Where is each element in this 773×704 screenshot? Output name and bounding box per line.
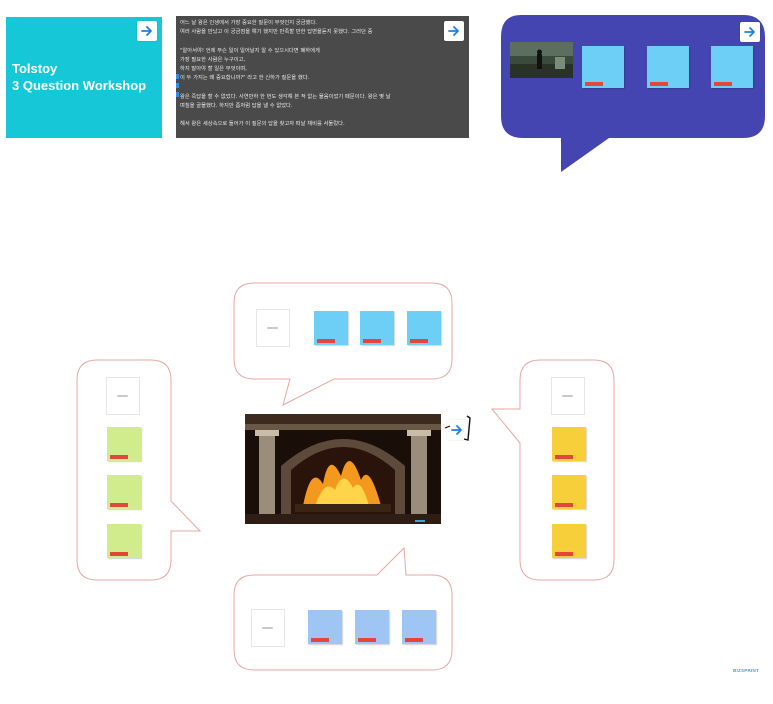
title-card: Tolstoy 3 Question Workshop	[6, 17, 162, 138]
sticky-note-cyan[interactable]	[407, 311, 441, 345]
blank-note[interactable]	[251, 609, 285, 647]
bullet-marker	[176, 74, 179, 79]
sticky-note-cyan[interactable]	[314, 311, 348, 345]
blank-note[interactable]	[256, 309, 290, 347]
sticky-note-yellow[interactable]	[552, 475, 586, 509]
arrow-right-icon	[451, 425, 462, 435]
arrow-right-icon	[744, 27, 755, 37]
sticky-note-green[interactable]	[107, 427, 141, 461]
image-link-button[interactable]	[447, 420, 467, 440]
sticky-note-cyan[interactable]	[647, 46, 689, 88]
arrow-right-icon	[448, 26, 459, 36]
blank-note[interactable]	[551, 377, 585, 415]
brand-logo: BIZSPRINT	[733, 668, 760, 673]
sticky-note-green[interactable]	[107, 524, 141, 558]
story-text: 어느 날 왕은 인생에서 가장 중요한 질문이 무엇인지 궁금했다. 여러 사람…	[180, 20, 391, 128]
sticky-note-blue[interactable]	[308, 610, 342, 644]
sticky-note-blue[interactable]	[402, 610, 436, 644]
blue-speech-bubble	[501, 15, 765, 172]
fireplace-image[interactable]	[245, 414, 441, 524]
sticky-note-green[interactable]	[107, 475, 141, 509]
title-line-2: 3 Question Workshop	[12, 78, 147, 93]
bubble-link-button[interactable]	[740, 22, 760, 42]
bullet-marker	[176, 83, 179, 88]
arrow-right-icon	[141, 26, 152, 36]
story-card-link-button[interactable]	[444, 21, 464, 41]
movie-thumbnail-image[interactable]	[510, 42, 573, 78]
sticky-note-cyan[interactable]	[360, 311, 394, 345]
sticky-note-yellow[interactable]	[552, 427, 586, 461]
bullet-marker	[176, 92, 179, 97]
cursor-pointer-icon	[444, 415, 471, 441]
story-card: 어느 날 왕은 인생에서 가장 중요한 질문이 무엇인지 궁금했다. 여러 사람…	[176, 16, 469, 138]
title-card-link-button[interactable]	[137, 21, 157, 41]
sticky-note-blue[interactable]	[355, 610, 389, 644]
blank-note[interactable]	[106, 377, 140, 415]
sticky-note-cyan[interactable]	[582, 46, 624, 88]
sticky-note-yellow[interactable]	[552, 524, 586, 558]
workshop-title: Tolstoy 3 Question Workshop	[12, 60, 146, 94]
bottom-speech-bubble	[233, 546, 453, 671]
title-line-1: Tolstoy	[12, 61, 58, 76]
sticky-note-cyan[interactable]	[711, 46, 753, 88]
